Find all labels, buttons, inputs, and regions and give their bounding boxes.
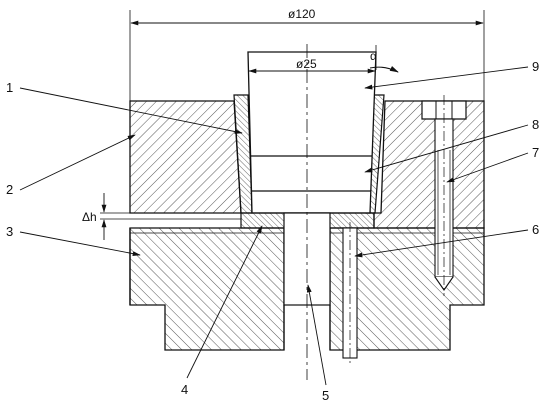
gap-dimension: Δh (82, 193, 241, 240)
leader-lines (19, 66, 529, 386)
callout-5: 5 (322, 388, 329, 403)
callout-9: 9 (532, 59, 539, 74)
callout-8: 8 (532, 117, 539, 132)
bolt (421, 95, 467, 296)
angle-dimension: α (369, 45, 399, 73)
callout-6: 6 (532, 222, 539, 237)
gap-label: Δh (82, 210, 97, 224)
outer-diameter-dimension: ø120 (129, 7, 485, 101)
inner-diameter-dimension: ø25 (248, 57, 376, 74)
inner-diameter-label: ø25 (296, 57, 317, 71)
callout-3: 3 (6, 224, 13, 239)
punch (247, 51, 377, 214)
angle-label: α (370, 49, 377, 63)
callout-4: 4 (181, 382, 188, 397)
callout-7: 7 (532, 145, 539, 160)
callout-2: 2 (6, 182, 13, 197)
dowel-pin (342, 222, 358, 364)
outer-diameter-label: ø120 (288, 7, 316, 21)
callout-1: 1 (6, 80, 13, 95)
upper-plate (129, 100, 485, 229)
